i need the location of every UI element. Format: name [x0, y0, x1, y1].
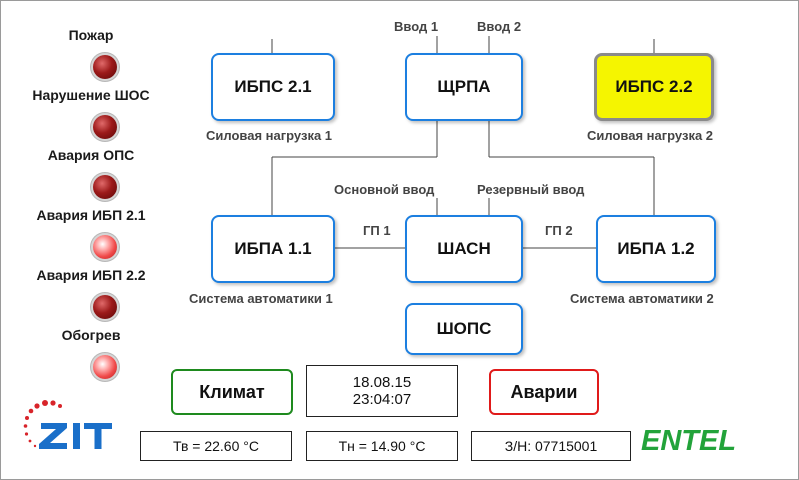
- label-main-input: Основной ввод: [334, 182, 435, 197]
- alarm-label-ibp22: Авария ИБП 2.2: [36, 267, 146, 283]
- time-text: 23:04:07: [352, 391, 412, 408]
- label-vvod-2: Ввод 2: [477, 19, 522, 34]
- node-shasn[interactable]: ШАСН: [405, 215, 523, 283]
- datetime-display: 18.08.15 23:04:07: [306, 365, 458, 417]
- zit-logo-mark: [23, 400, 112, 449]
- date-text: 18.08.15: [352, 374, 412, 391]
- node-ibpa-1-2[interactable]: ИБПА 1.2: [596, 215, 716, 283]
- indoor-temp-readout: Тв = 22.60 °C: [140, 431, 292, 461]
- alarm-label-ops: Авария ОПС: [47, 147, 135, 163]
- alarm-label-ibp21: Авария ИБП 2.1: [36, 207, 146, 223]
- node-ibpa-1-1[interactable]: ИБПА 1.1: [211, 215, 335, 283]
- node-shops[interactable]: ШОПС: [405, 303, 523, 355]
- alarm-lamp-ops: [93, 175, 117, 199]
- climate-button[interactable]: Климат: [171, 369, 293, 415]
- alarm-label-shos: Нарушение ШОС: [32, 87, 150, 103]
- label-load-2: Силовая нагрузка 2: [587, 128, 714, 143]
- node-ibps-2-1[interactable]: ИБПС 2.1: [211, 53, 335, 121]
- label-automation-2: Система автоматики 2: [570, 291, 714, 306]
- alarm-label-heating: Обогрев: [61, 327, 121, 343]
- entel-logo: ENTEL: [641, 425, 737, 457]
- label-gp-1: ГП 1: [363, 223, 391, 238]
- label-reserve-input: Резервный ввод: [477, 182, 585, 197]
- label-vvod-1: Ввод 1: [394, 19, 439, 34]
- label-load-1: Силовая нагрузка 1: [206, 128, 333, 143]
- outdoor-temp-readout: Тн = 14.90 °C: [306, 431, 458, 461]
- serial-number-readout: З/Н: 07715001: [471, 431, 631, 461]
- zit-logo: [23, 397, 133, 455]
- alarm-lamp-shos: [93, 115, 117, 139]
- node-shchrpa[interactable]: ЩРПА: [405, 53, 523, 121]
- alarm-lamp-fire: [93, 55, 117, 79]
- label-gp-2: ГП 2: [545, 223, 573, 238]
- alarm-label-fire: Пожар: [68, 27, 114, 43]
- label-automation-1: Система автоматики 1: [189, 291, 333, 306]
- alarm-lamp-ibp22: [93, 295, 117, 319]
- alarm-lamp-heating: [93, 355, 117, 379]
- alarm-lamp-ibp21: [93, 235, 117, 259]
- node-ibps-2-2[interactable]: ИБПС 2.2: [594, 53, 714, 121]
- alarms-button[interactable]: Аварии: [489, 369, 599, 415]
